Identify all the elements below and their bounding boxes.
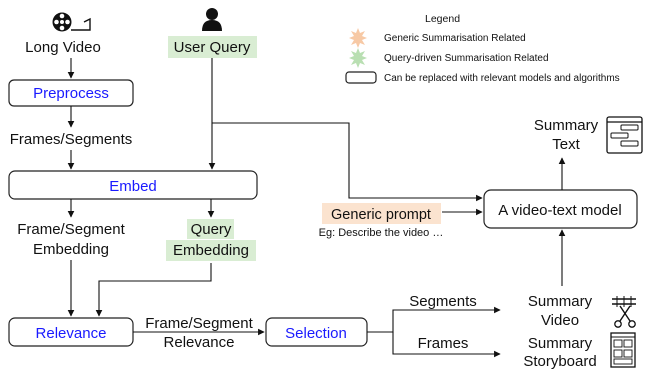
query-burst-icon (349, 48, 367, 68)
summary-text-label-1: Summary (534, 117, 599, 134)
generic-prompt-highlight (322, 203, 441, 224)
frame-relevance-label-2: Relevance (164, 334, 235, 351)
query-embedding-highlight-2 (166, 240, 256, 261)
summary-video-label-2: Video (541, 312, 579, 329)
embed-box (8, 170, 258, 200)
frame-embedding-label-1: Frame/Segment (17, 221, 125, 238)
film-reel-icon (52, 12, 91, 32)
chat-document-icon (606, 116, 643, 154)
summary-video-label-1: Summary (528, 293, 593, 310)
video-text-model-box (483, 189, 638, 229)
storyboard-icon (610, 332, 636, 368)
legend-query: Query-driven Summarisation Related (384, 53, 549, 64)
query-embedding-label-2: Embedding (173, 242, 249, 259)
query-embedding-highlight-1 (187, 219, 234, 239)
relevance-label: Relevance (36, 325, 107, 342)
legend-generic: Generic Summarisation Related (384, 33, 526, 44)
frames-segments-label: Frames/Segments (10, 131, 133, 148)
user-query-label: User Query (174, 39, 251, 56)
query-embedding-label-1: Query (191, 221, 232, 238)
frame-embedding-label-2: Embedding (33, 241, 109, 258)
generic-prompt-label: Generic prompt (331, 207, 431, 223)
user-query-highlight (168, 36, 257, 58)
generic-burst-icon (349, 28, 367, 48)
embed-label: Embed (109, 178, 157, 195)
connectors (67, 58, 566, 358)
selection-label: Selection (285, 325, 347, 342)
legend-replaceable: Can be replaced with relevant models and… (384, 73, 620, 84)
legend-box-swatch (345, 71, 377, 84)
preprocess-label: Preprocess (33, 85, 109, 102)
summary-storyboard-label-2: Storyboard (523, 353, 596, 370)
video-text-model-label: A video-text model (498, 202, 621, 219)
long-video-label: Long Video (25, 39, 101, 56)
user-icon (202, 8, 222, 31)
frame-relevance-label-1: Frame/Segment (145, 315, 253, 332)
frames-label: Frames (418, 335, 469, 352)
scissors-film-icon (612, 296, 636, 328)
segments-label: Segments (409, 293, 477, 310)
prompt-example-label: Eg: Describe the video … (319, 227, 444, 239)
summary-storyboard-label-1: Summary (528, 335, 593, 352)
summary-text-label-2: Text (552, 136, 580, 153)
legend-title: Legend (425, 13, 460, 25)
legend: Legend Generic Summarisation Related Que… (345, 13, 620, 84)
